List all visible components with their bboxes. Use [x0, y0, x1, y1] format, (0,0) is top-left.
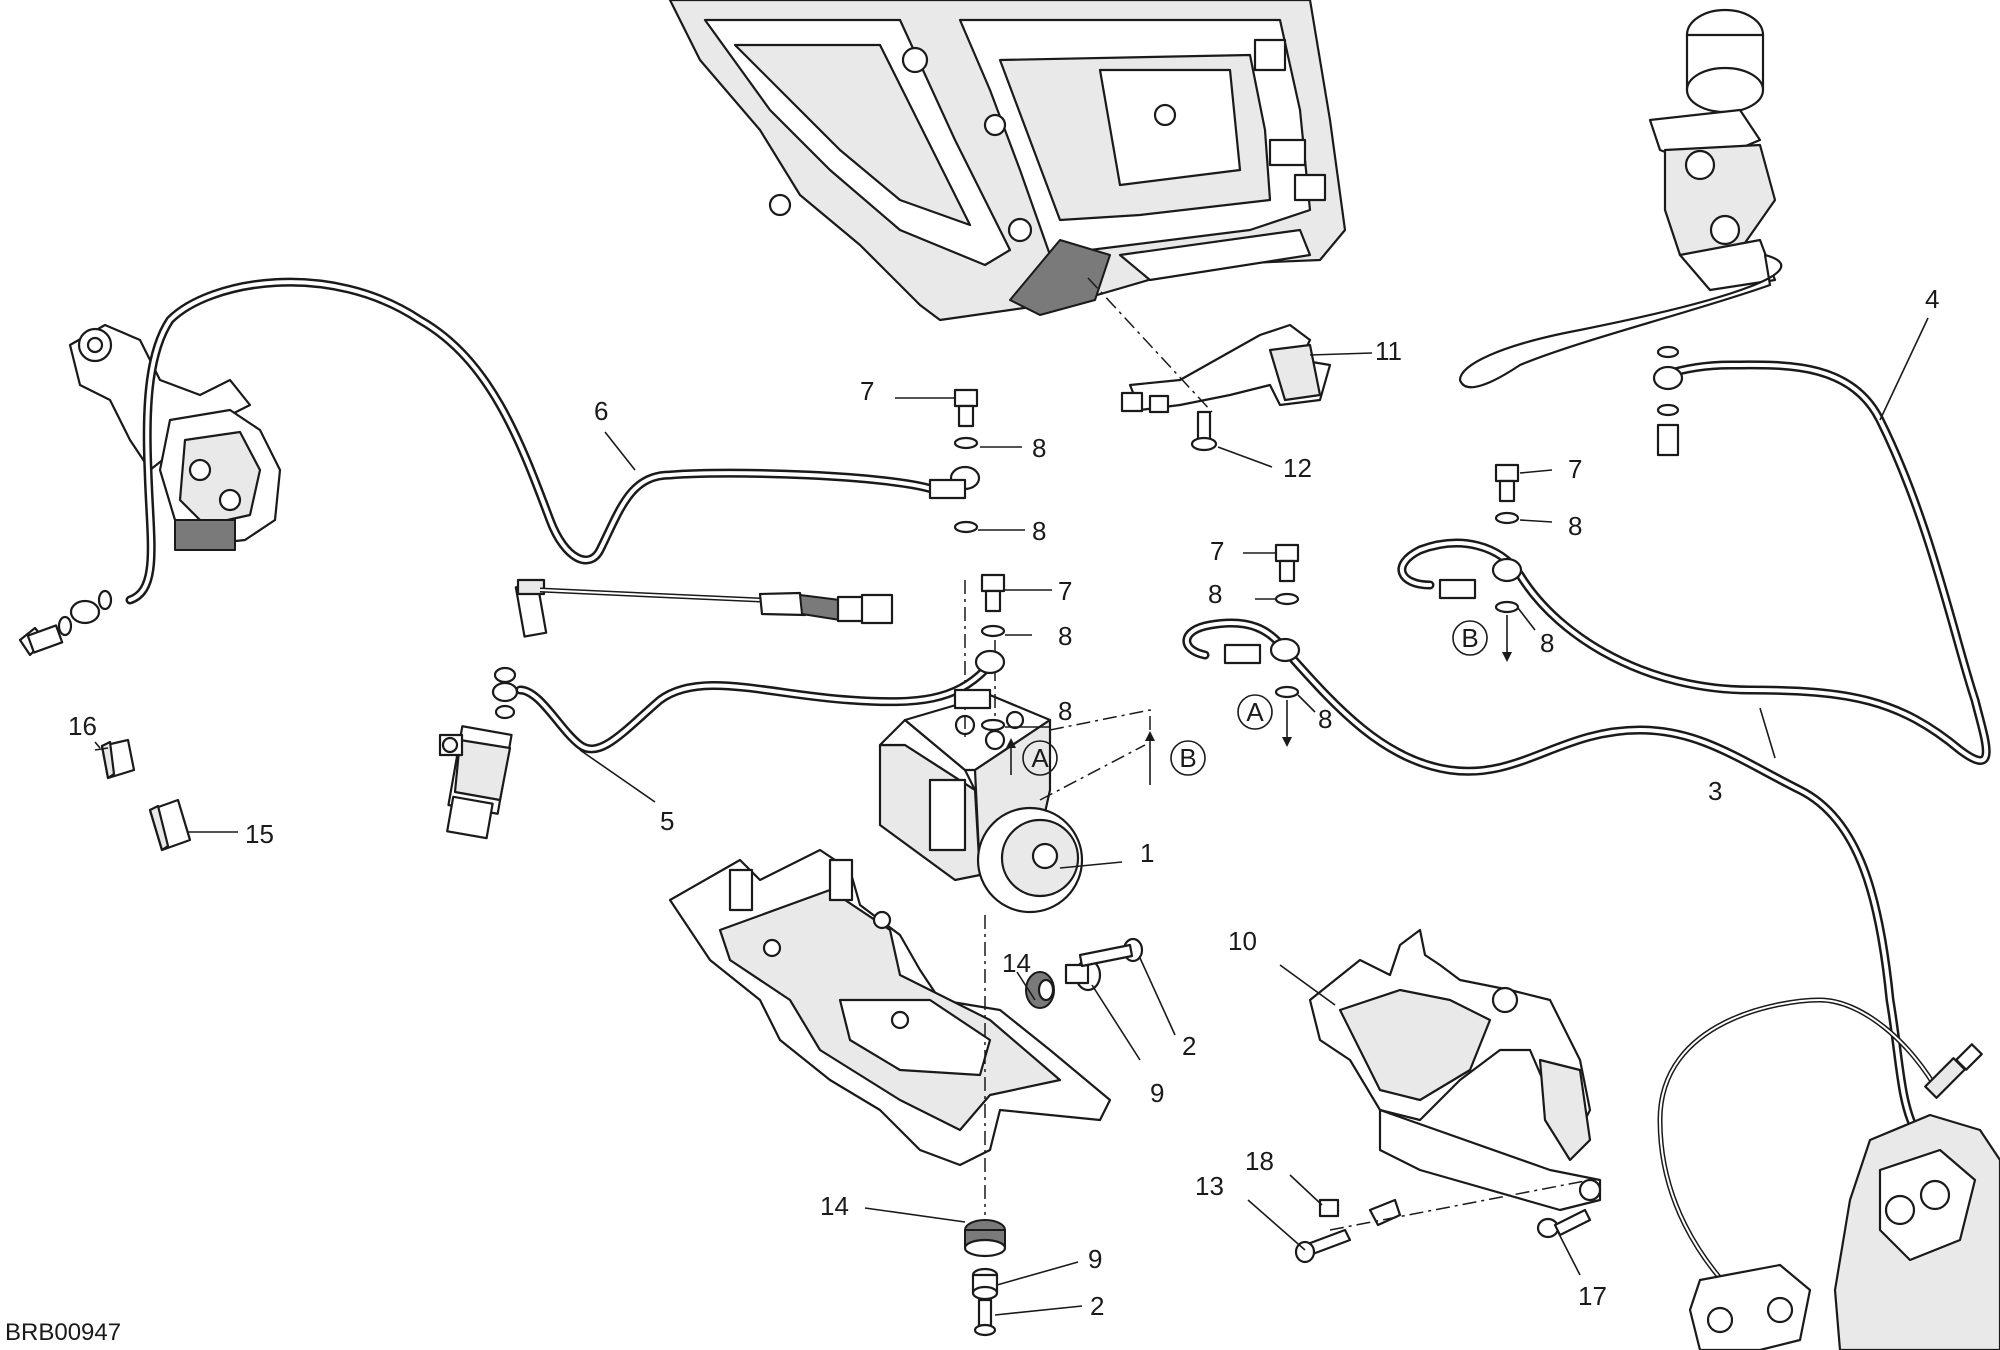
frame-assembly — [668, 0, 1347, 322]
footpeg-bracket-10 — [1308, 928, 1602, 1212]
callout-14-bottom: 14 — [820, 1191, 849, 1221]
callout-10: 10 — [1228, 926, 1257, 956]
svg-text:A: A — [1246, 697, 1264, 727]
callout-14-side: 14 — [1002, 948, 1031, 978]
banjo-fitting-pipe-6 — [928, 465, 981, 500]
front-brake-caliper — [1688, 1113, 2000, 1350]
rear-brake-caliper — [158, 408, 282, 551]
screw-17 — [1536, 1208, 1592, 1239]
callout-8-c: 8 — [1058, 621, 1072, 651]
callout-3: 3 — [1708, 776, 1722, 806]
callout-4: 4 — [1925, 284, 1939, 314]
callout-8-b: 8 — [1032, 516, 1046, 546]
abs-control-unit-1 — [878, 693, 1084, 914]
front-brake-lever — [1458, 253, 1783, 389]
callout-17: 17 — [1578, 1281, 1607, 1311]
banjo-fitting-pipe-3 — [1223, 637, 1301, 665]
front-wheel-speed-sensor — [1924, 1043, 1983, 1099]
diagram-code: BRB00947 — [5, 1319, 121, 1346]
callout-1: 1 — [1140, 838, 1154, 868]
callout-13: 13 — [1195, 1171, 1224, 1201]
grommet-14-bottom — [963, 1219, 1007, 1258]
svg-text:A: A — [1031, 743, 1049, 773]
reference-marker-a-pipe-3: A — [1237, 694, 1292, 747]
bolt-2-bottom — [973, 1298, 997, 1337]
bolt-2-side — [1078, 937, 1144, 968]
callout-8-e: 8 — [1208, 579, 1222, 609]
callout-8-h: 8 — [1540, 628, 1554, 658]
rear-master-cylinder — [438, 725, 513, 840]
callout-8-d: 8 — [1058, 696, 1072, 726]
rear-wheel-speed-sensor — [514, 578, 894, 638]
bracket-axis-line — [1087, 277, 1213, 413]
callout-12: 12 — [1283, 453, 1312, 483]
banjo-bolt-7-a — [953, 388, 979, 428]
callout-7-pipe-6: 7 — [860, 376, 874, 406]
bushing-9-side — [1064, 958, 1102, 992]
callout-7-pipe-3: 7 — [1210, 536, 1224, 566]
callout-7-pipe-5: 7 — [1058, 576, 1072, 606]
svg-text:B: B — [1179, 743, 1196, 773]
leader-lines — [94, 317, 1929, 1316]
footpeg-axis-line — [1329, 1179, 1591, 1231]
banjo-fitting-pipe-4 — [1438, 557, 1523, 600]
front-master-cylinder-banjo — [1652, 345, 1684, 457]
brake-pipe-4 — [1397, 360, 1991, 765]
fastener-13-18 — [1294, 1198, 1402, 1264]
callout-6: 6 — [594, 396, 608, 426]
callout-8-a: 8 — [1032, 433, 1046, 463]
abs-axis-b-line — [1049, 709, 1151, 740]
banjo-bolt-7-c — [1274, 543, 1300, 583]
callout-7-pipe-4: 7 — [1568, 454, 1582, 484]
callout-9-bottom: 9 — [1088, 1244, 1102, 1274]
abs-support-tray — [668, 848, 1112, 1167]
reference-marker-b-abs: B — [1145, 731, 1206, 785]
callout-18: 18 — [1245, 1146, 1274, 1176]
front-brake-master-cylinder — [1648, 8, 1777, 292]
pipe-clip-16 — [100, 738, 136, 780]
callout-2-bottom: 2 — [1090, 1291, 1104, 1321]
svg-text:B: B — [1461, 623, 1478, 653]
rear-caliper-banjo-bolt — [18, 589, 113, 657]
banjo-bolt-7-b — [980, 573, 1006, 613]
reference-marker-a-abs: A — [1006, 738, 1058, 776]
callout-11: 11 — [1375, 336, 1402, 366]
sealing-washers-8 — [953, 436, 1520, 732]
callout-9-side: 9 — [1150, 1078, 1164, 1108]
callout-15: 15 — [245, 819, 274, 849]
abs-axis-line-side — [1039, 744, 1146, 801]
screw-12 — [1190, 410, 1218, 452]
reference-marker-b-pipe-4: B — [1452, 615, 1512, 662]
bushing-9-bottom — [971, 1267, 999, 1301]
pipe-clip-15 — [148, 798, 192, 852]
callout-8-f: 8 — [1318, 704, 1332, 734]
grommet-14-side — [1025, 971, 1055, 1009]
callout-5: 5 — [660, 806, 674, 836]
rear-caliper-bracket — [68, 323, 252, 472]
callout-labels: 1 2 2 3 4 5 6 7 7 7 7 8 8 8 8 8 8 8 8 9 … — [68, 284, 1939, 1321]
banjo-fitting-pipe-5 — [953, 649, 1006, 710]
rear-master-cylinder-banjo — [491, 666, 519, 720]
banjo-bolt-7-d — [1494, 463, 1520, 503]
callout-16: 16 — [68, 711, 97, 741]
callout-8-g: 8 — [1568, 511, 1582, 541]
callout-2-side: 2 — [1182, 1031, 1196, 1061]
mounting-bracket-11 — [1120, 323, 1332, 414]
